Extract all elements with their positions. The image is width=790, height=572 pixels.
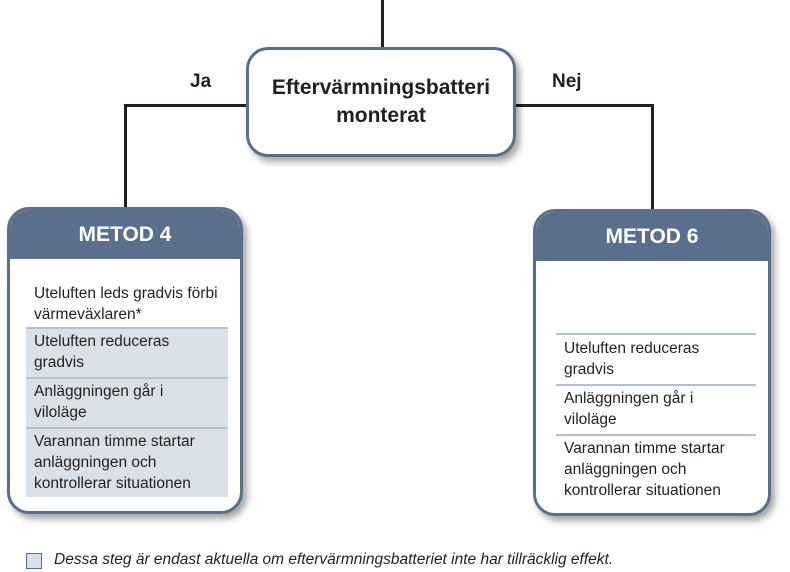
method-6-separator: [556, 434, 756, 436]
connector-yes-vertical: [124, 104, 127, 208]
method-4-separator: [26, 377, 228, 379]
method-6-title: METOD 6: [536, 212, 768, 261]
method-4-step-3: Anläggningen går i viloläge: [26, 379, 228, 427]
method-4-separator: [26, 427, 228, 429]
method-6-card: METOD 6 Uteluften reduceras gradvis Anlä…: [533, 209, 771, 516]
method-4-separator: [26, 327, 228, 329]
decision-line-2: monterat: [336, 104, 426, 127]
method-6-separator: [556, 333, 756, 335]
method-4-step-4: Varannan timme startar anläggningen och …: [26, 429, 228, 497]
legend-swatch: [26, 553, 42, 569]
method-4-card: METOD 4 Uteluften leds gradvis förbi vär…: [7, 207, 243, 514]
connector-top: [381, 0, 384, 47]
connector-no-vertical: [651, 104, 654, 209]
connector-yes-horizontal: [124, 104, 247, 107]
decision-line-1: Eftervärmningsbatteri: [271, 76, 491, 99]
method-6-step-2: Anläggningen går i viloläge: [564, 390, 694, 428]
method-4-title: METOD 4: [10, 210, 240, 259]
branch-label-yes: Ja: [190, 71, 212, 92]
branch-label-no: Nej: [552, 71, 582, 92]
method-4-step-1: Uteluften leds gradvis förbi värmeväxlar…: [34, 285, 218, 323]
connector-no-horizontal: [516, 104, 654, 107]
method-4-step-2: Uteluften reduceras gradvis: [26, 329, 228, 377]
method-6-step-1: Uteluften reduceras gradvis: [564, 340, 700, 378]
legend-text: Dessa steg är endast aktuella om eftervä…: [54, 551, 614, 568]
method-6-separator: [556, 384, 756, 386]
decision-box: Eftervärmningsbatteri monterat: [246, 47, 516, 157]
method-6-step-3: Varannan timme startar anläggningen och …: [564, 440, 725, 499]
